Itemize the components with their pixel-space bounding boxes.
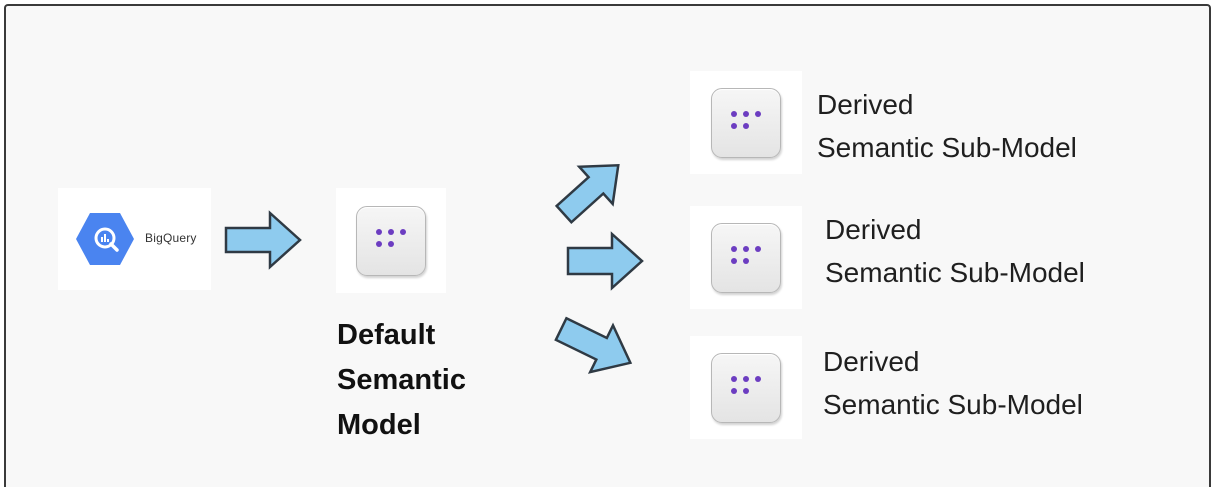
arrow-right-icon [224,210,302,270]
default-model-tile [336,188,446,293]
semantic-model-icon [711,222,781,293]
semantic-model-icon [356,205,426,276]
derived-model-label-1: Derived Semantic Sub-Model [817,83,1077,169]
derived-label-line2: Semantic Sub-Model [823,389,1083,420]
derived-label-line1: Derived [825,214,922,245]
arrow-right-icon [566,231,644,291]
arrow-down-right-icon [554,316,633,374]
default-model-label: Default Semantic Model [337,313,466,448]
default-model-label-line: Model [337,409,421,441]
derived-label-line1: Derived [817,89,914,120]
default-model-label-line: Semantic [337,364,466,396]
bigquery-tile: BigQuery [58,188,211,290]
semantic-model-icon [711,87,781,158]
derived-model-tile-2 [690,206,802,309]
derived-model-tile-3 [690,336,802,439]
bigquery-hexagon-icon [76,213,134,265]
bigquery-label: BigQuery [145,231,197,245]
derived-label-line2: Semantic Sub-Model [825,257,1085,288]
arrow-up-right-icon [554,163,620,225]
derived-label-line1: Derived [823,346,920,377]
derived-model-label-3: Derived Semantic Sub-Model [823,340,1083,426]
default-model-label-line: Default [337,319,436,351]
derived-model-label-2: Derived Semantic Sub-Model [825,208,1085,294]
semantic-model-icon [711,352,781,423]
derived-label-line2: Semantic Sub-Model [817,132,1077,163]
derived-model-tile-1 [690,71,802,174]
